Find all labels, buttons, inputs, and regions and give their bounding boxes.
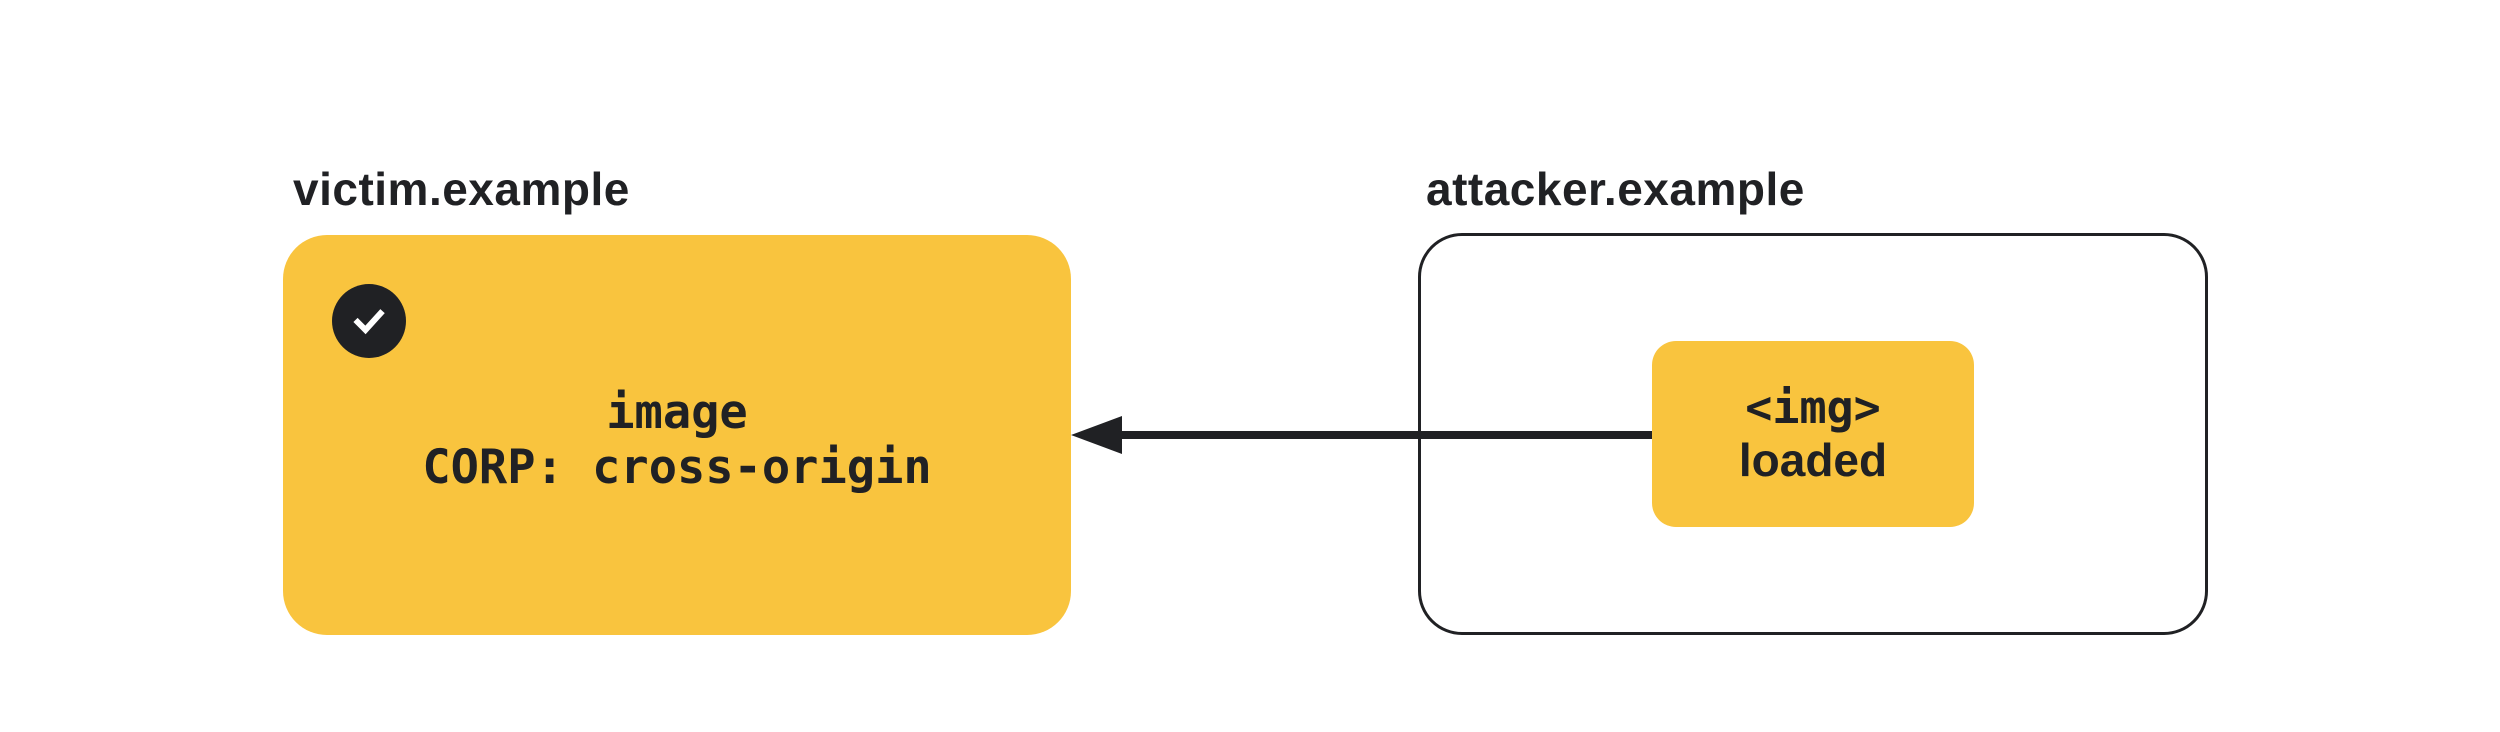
attacker-origin-label: attacker.example <box>1426 163 1805 215</box>
img-loaded-chip: <img> loaded <box>1652 341 1974 527</box>
request-arrow-shaft <box>1120 431 1652 439</box>
attacker-page-card: <img> loaded <box>1418 233 2208 635</box>
img-tag-text: <img> <box>1745 381 1881 434</box>
victim-resource-card: image CORP: cross-origin <box>283 235 1071 635</box>
resource-type-text: image <box>606 385 748 440</box>
img-loaded-text: loaded <box>1738 434 1888 486</box>
victim-origin-label: victim.example <box>293 163 630 215</box>
corp-header-text: CORP: cross-origin <box>422 440 932 495</box>
check-icon <box>332 284 406 358</box>
request-arrow-head <box>1071 416 1122 454</box>
